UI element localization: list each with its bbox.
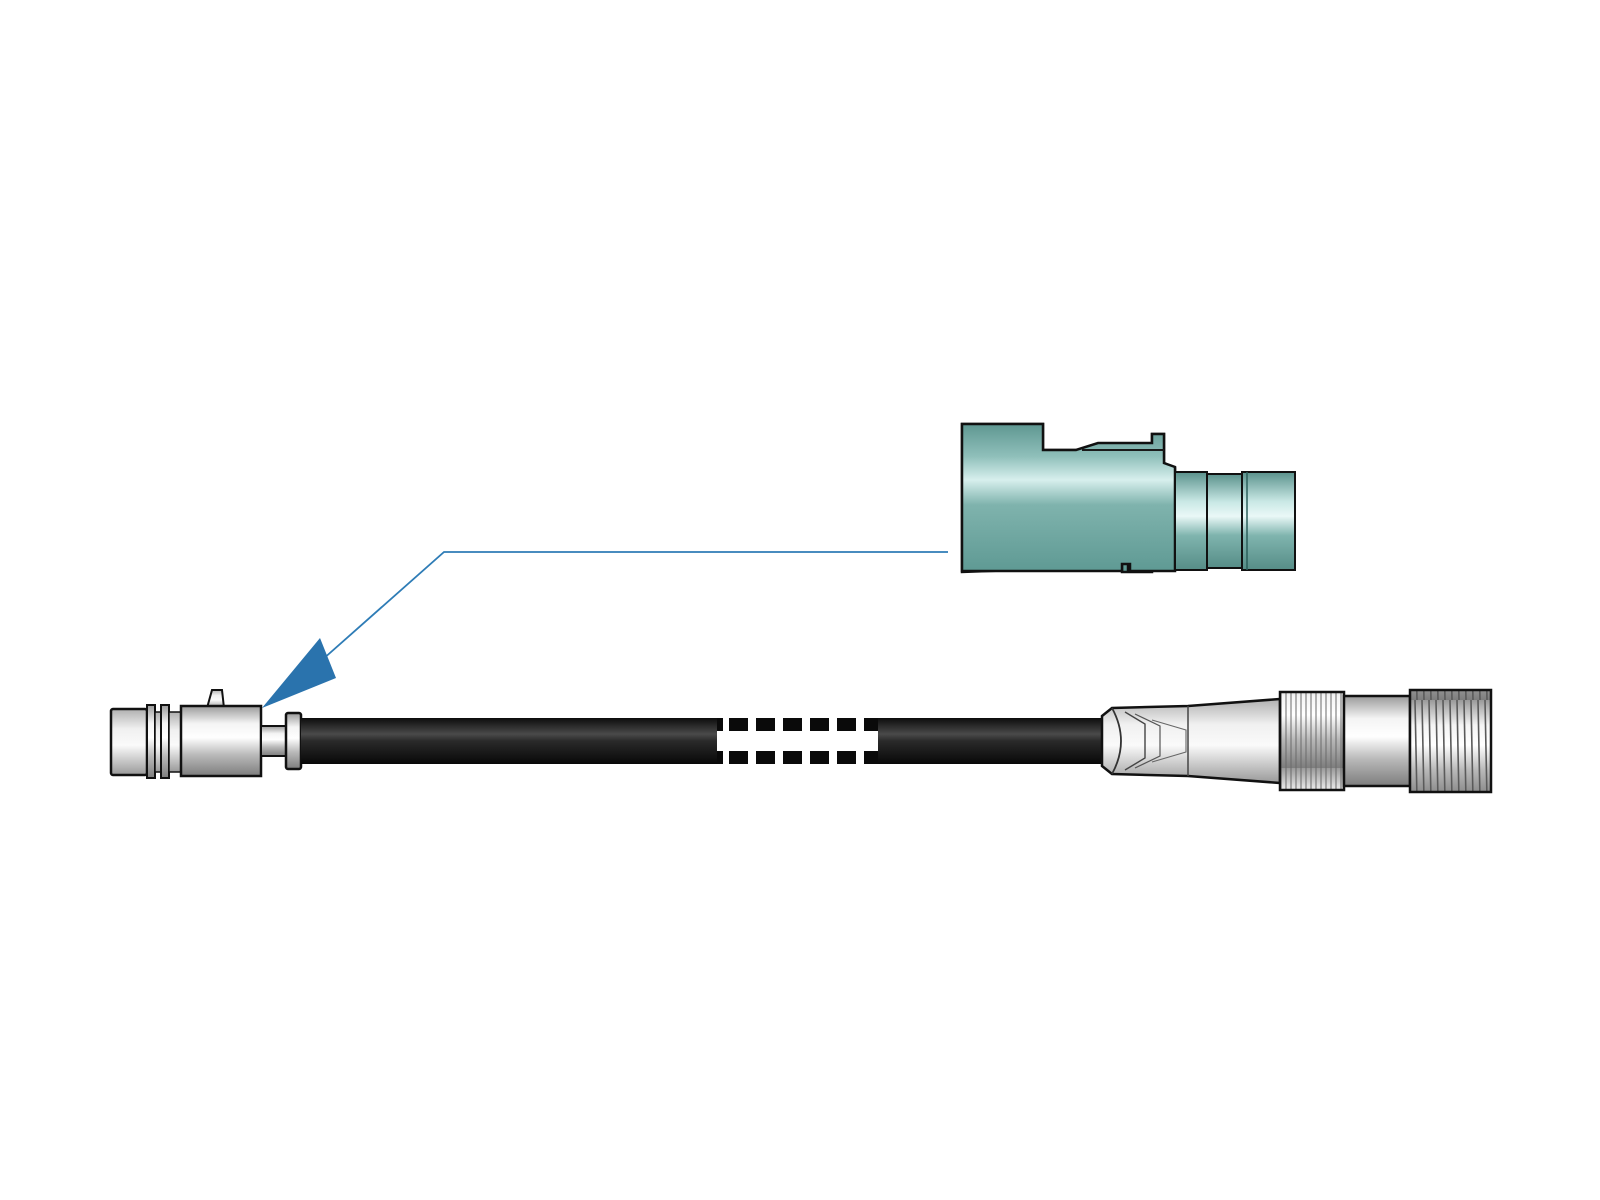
plug-icon <box>109 689 303 779</box>
arrow-icon <box>262 551 948 708</box>
plug-collar <box>284 711 303 771</box>
arrowhead <box>262 638 336 708</box>
cable-segment-right <box>878 718 1104 764</box>
cable-segment-left <box>301 718 717 764</box>
leader-line <box>321 551 948 661</box>
connector-sleeve <box>1342 694 1412 788</box>
connector-housing-icon <box>960 422 1296 574</box>
cable-break <box>717 718 878 764</box>
strain-relief-boot <box>1100 697 1282 785</box>
plug-body <box>179 704 263 778</box>
plug-cap <box>109 707 149 777</box>
barrel-tip <box>1241 471 1296 571</box>
threaded-connector-icon <box>1100 688 1493 794</box>
cable-icon <box>301 718 1104 764</box>
threaded-tip <box>1408 688 1493 794</box>
knurled-nut <box>1278 690 1346 792</box>
barrel-ring-2 <box>1206 473 1243 569</box>
barrel-ring-1 <box>1174 471 1208 571</box>
